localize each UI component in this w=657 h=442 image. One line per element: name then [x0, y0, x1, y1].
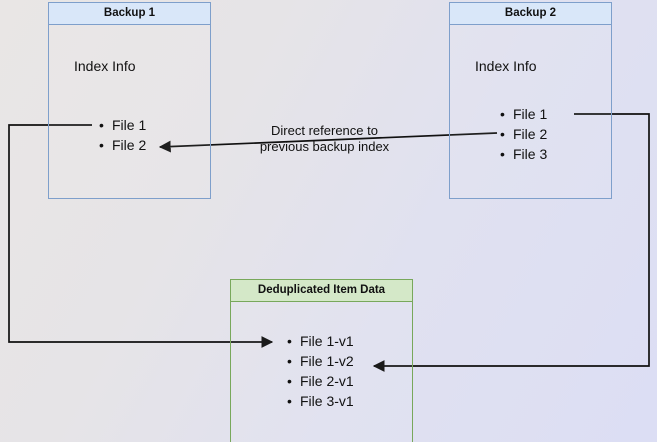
- list-item: File 1-v2: [287, 351, 354, 371]
- backup-1-file-list: File 1 File 2: [95, 115, 146, 155]
- edge-label-index-reference: Direct reference to previous backup inde…: [247, 123, 402, 155]
- node-backup-1[interactable]: Backup 1 Index Info File 1 File 2: [48, 2, 211, 199]
- backup-1-index-info-label: Index Info: [74, 58, 136, 74]
- edge-label-line-1: Direct reference to: [271, 123, 378, 138]
- node-deduplicated-item-data[interactable]: Deduplicated Item Data File 1-v1 File 1-…: [230, 279, 413, 442]
- dedup-file-list: File 1-v1 File 1-v2 File 2-v1 File 3-v1: [283, 331, 354, 411]
- list-item: File 2: [500, 124, 547, 144]
- node-deduplicated-item-data-title: Deduplicated Item Data: [231, 280, 412, 302]
- list-item: File 1: [99, 115, 146, 135]
- backup-2-index-info-label: Index Info: [475, 58, 537, 74]
- edge-label-line-2: previous backup index: [259, 139, 390, 154]
- list-item: File 1-v1: [287, 331, 354, 351]
- node-backup-1-title: Backup 1: [49, 3, 210, 25]
- list-item: File 3-v1: [287, 391, 354, 411]
- list-item: File 2: [99, 135, 146, 155]
- list-item: File 3: [500, 144, 547, 164]
- node-deduplicated-item-data-body: File 1-v1 File 1-v2 File 2-v1 File 3-v1: [231, 302, 412, 442]
- node-backup-2[interactable]: Backup 2 Index Info File 1 File 2 File 3: [449, 2, 612, 199]
- node-backup-1-body: Index Info File 1 File 2: [49, 25, 210, 198]
- backup-2-file-list: File 1 File 2 File 3: [496, 104, 547, 164]
- node-backup-2-body: Index Info File 1 File 2 File 3: [450, 25, 611, 198]
- list-item: File 1: [500, 104, 547, 124]
- node-backup-2-title: Backup 2: [450, 3, 611, 25]
- list-item: File 2-v1: [287, 371, 354, 391]
